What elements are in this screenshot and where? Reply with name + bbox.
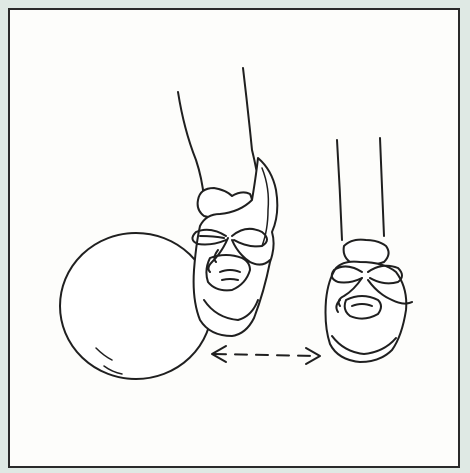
right-foot-shoe <box>326 138 413 362</box>
distance-arrow <box>212 346 320 364</box>
ball <box>60 233 212 379</box>
